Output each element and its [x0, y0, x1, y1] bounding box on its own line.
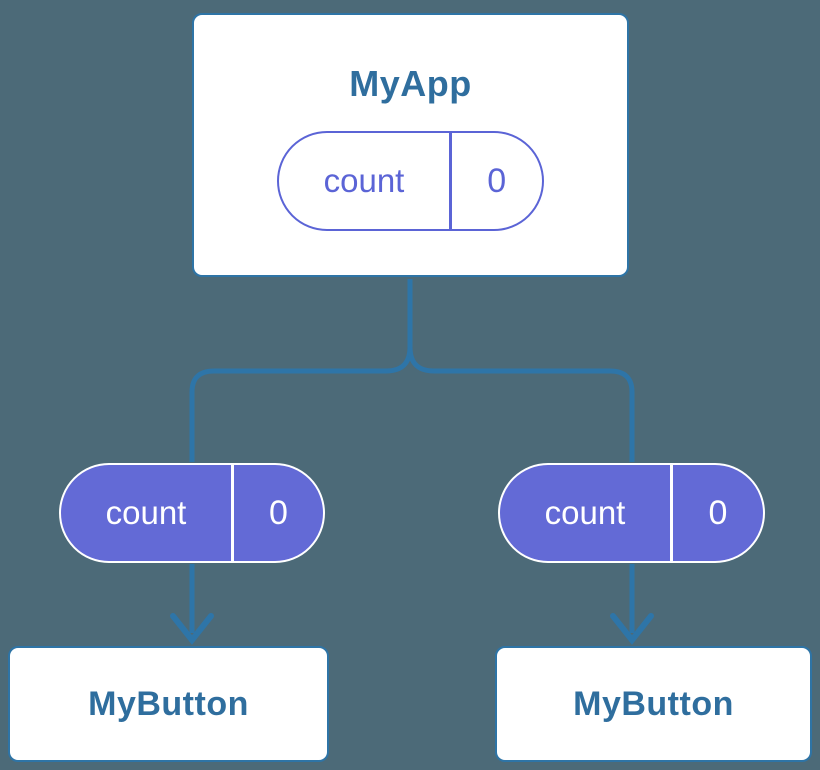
state-value-label: 0 [487, 161, 507, 200]
component-card-child-left: MyButton [8, 646, 329, 762]
down-arrow-left-head-icon [170, 613, 214, 645]
state-name-label: count [323, 162, 405, 199]
prop-pill-right: count 0 [498, 463, 765, 563]
state-pill: count 0 [277, 131, 544, 231]
pill-divider [231, 465, 234, 561]
prop-name-label: count [544, 494, 626, 531]
fork-connector-right [407, 279, 635, 462]
down-arrow-right-head-icon [610, 613, 654, 645]
component-title: MyApp [349, 63, 472, 104]
component-card-child-right: MyButton [495, 646, 812, 762]
component-title: MyButton [573, 685, 734, 723]
pill-divider [449, 133, 452, 229]
prop-value-label: 0 [708, 493, 728, 532]
prop-value-label: 0 [269, 493, 288, 532]
pill-divider [670, 465, 673, 561]
prop-name-label: count [105, 494, 187, 531]
component-title: MyButton [88, 685, 249, 723]
component-card-root: MyApp count 0 [192, 13, 629, 277]
fork-connector-left [189, 279, 413, 462]
prop-pill-left: count 0 [59, 463, 325, 563]
